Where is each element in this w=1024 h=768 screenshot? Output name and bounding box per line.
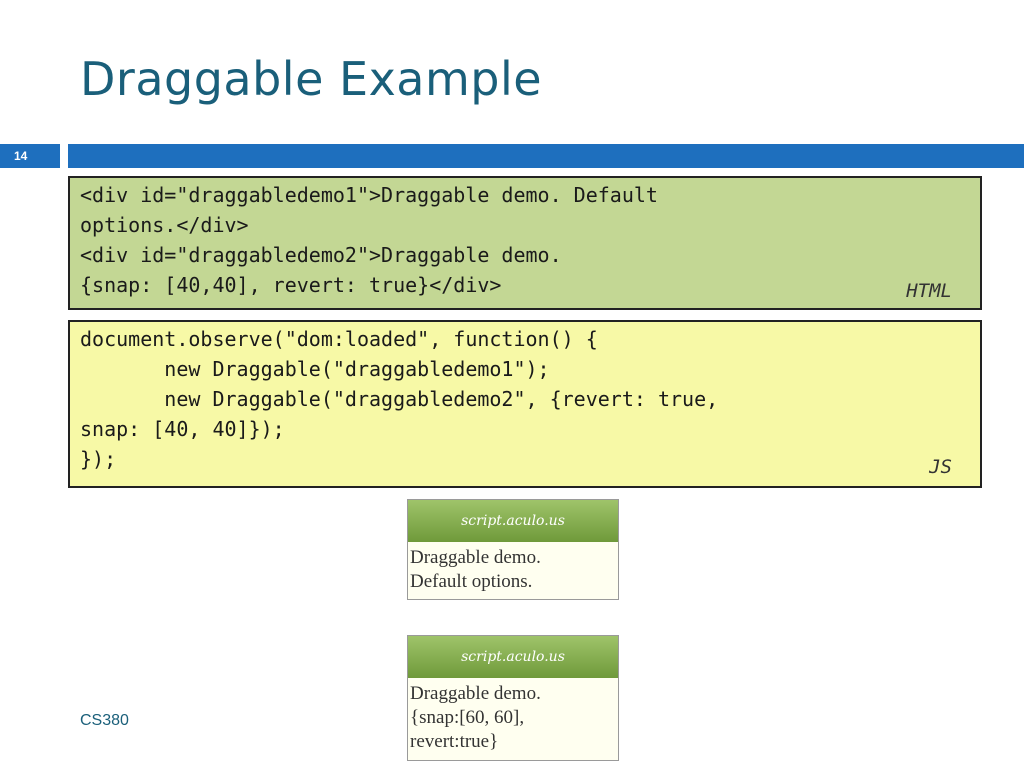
footer-course: CS380	[80, 712, 129, 729]
js-code-line: new Draggable("draggabledemo2", {revert:…	[80, 387, 719, 411]
js-label: JS	[929, 456, 952, 478]
demo-header: script.aculo.us	[408, 500, 618, 542]
draggable-demo-1[interactable]: script.aculo.us Draggable demo. Default …	[407, 499, 619, 600]
slide-number: 14	[0, 144, 60, 168]
html-code-box: <div id="draggabledemo1">Draggable demo.…	[68, 176, 982, 310]
html-code-line: {snap: [40,40], revert: true}</div>	[80, 273, 502, 297]
draggable-demo-2[interactable]: script.aculo.us Draggable demo. {snap:[6…	[407, 635, 619, 761]
html-code-line: options.</div>	[80, 213, 249, 237]
html-label: HTML	[906, 280, 952, 302]
js-code-box: document.observe("dom:loaded", function(…	[68, 320, 982, 488]
js-code-line: snap: [40, 40]});	[80, 417, 285, 441]
js-code-line: new Draggable("draggabledemo1");	[80, 357, 550, 381]
html-code-line: <div id="draggabledemo2">Draggable demo.	[80, 243, 562, 267]
header-bar	[68, 144, 1024, 168]
demo-header: script.aculo.us	[408, 636, 618, 678]
demo-text: Draggable demo. {snap:[60, 60], revert:t…	[410, 683, 541, 752]
html-code-line: <div id="draggabledemo1">Draggable demo.…	[80, 183, 658, 207]
slide-title: Draggable Example	[80, 52, 543, 106]
js-code-line: });	[80, 447, 117, 471]
demo-text: Draggable demo. Default options.	[410, 547, 541, 592]
js-code-line: document.observe("dom:loaded", function(…	[80, 327, 598, 351]
